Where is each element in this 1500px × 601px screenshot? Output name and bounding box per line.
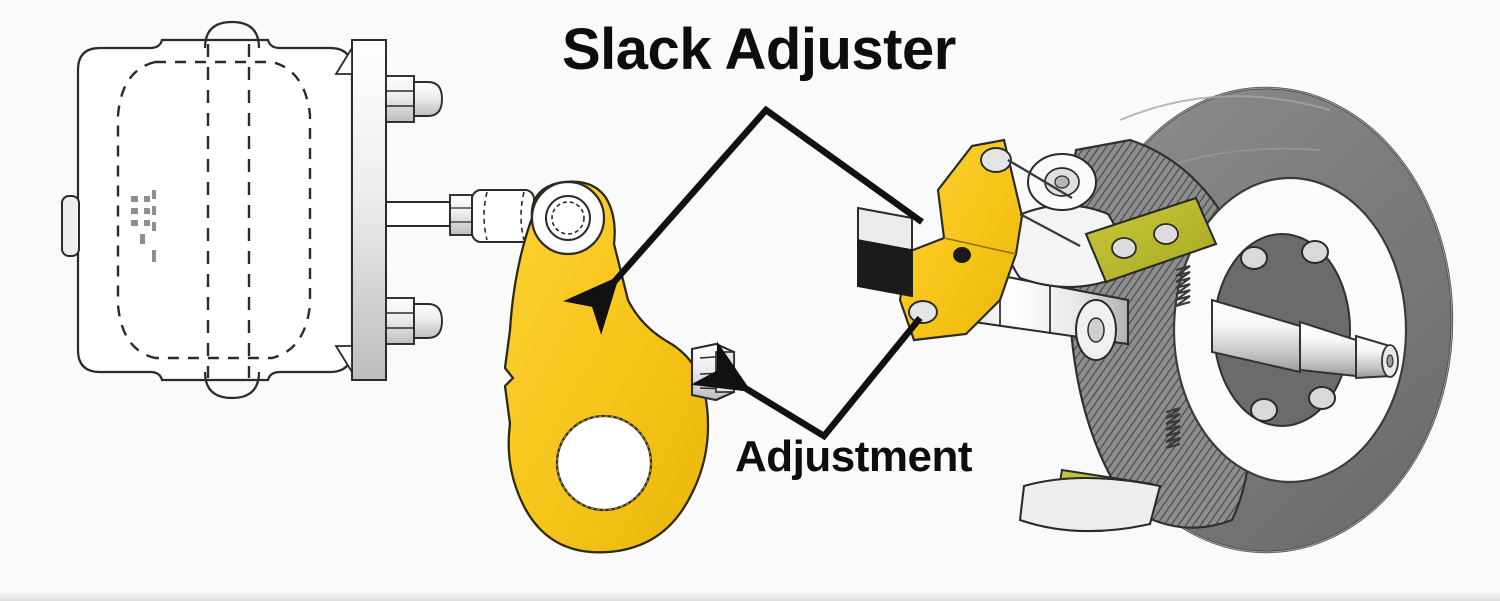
slack-adjuster-body (503, 180, 710, 554)
bracket-bolt-2 (1153, 223, 1179, 245)
callout-label-adjustment: Adjustment (735, 432, 973, 481)
s-cam-head (1004, 153, 1121, 288)
push-rod-stub-3d (857, 206, 913, 298)
camshaft-spline-teeth (556, 415, 652, 511)
brake-chamber (61, 20, 535, 400)
drum-rim-highlight (1119, 95, 1331, 121)
clevis (471, 189, 535, 243)
lug-hole-4 (1250, 398, 1278, 422)
slack-adjuster-arm-3d (898, 138, 1024, 342)
chamber-dome-bottom (203, 371, 261, 400)
brake-assembly-3d (857, 86, 1454, 554)
slack-adjuster-3d-bolt (908, 300, 938, 324)
slack-adjuster-3d-hole (953, 247, 971, 263)
chamber-flange (351, 39, 387, 381)
brake-return-springs (1165, 264, 1191, 450)
adjuster-link-rod-2 (1019, 213, 1081, 247)
push-rod (385, 194, 473, 236)
clevis-pin-bore (551, 201, 585, 235)
mounting-stud-lower (385, 297, 443, 345)
chamber-casting-mark (131, 190, 156, 262)
slack-adjuster-3d-pin (980, 147, 1012, 173)
bracket-plate-upper (1084, 196, 1218, 284)
leader-slack-adjuster (563, 105, 924, 335)
bottom-edge-band (0, 593, 1500, 601)
leader-lines (563, 105, 924, 441)
lug-hole-3 (1308, 386, 1336, 410)
lug-hole-1 (1240, 246, 1268, 270)
axle-spindle (1211, 298, 1399, 380)
bracket-bolt-1 (1111, 237, 1137, 259)
adjuster-link-rod (1007, 158, 1073, 200)
adjustment-nut (690, 342, 736, 402)
leader-adjustment (690, 315, 923, 441)
chamber-flange-gusset-bottom (334, 345, 353, 376)
diaphragm-outline-left (116, 60, 156, 360)
push-rod-jam-nut (449, 194, 473, 236)
mounting-stud-upper (385, 75, 443, 123)
lug-hole-2 (1301, 240, 1329, 264)
diaphragm-outline-right (155, 60, 312, 360)
slack-adjuster-arm (503, 180, 736, 554)
page-title: Slack Adjuster (562, 17, 956, 82)
chamber-flange-gusset-top (334, 44, 353, 75)
chamber-dome-top (203, 20, 261, 49)
spider-foot (1018, 476, 1162, 533)
chamber-air-port (61, 195, 80, 257)
